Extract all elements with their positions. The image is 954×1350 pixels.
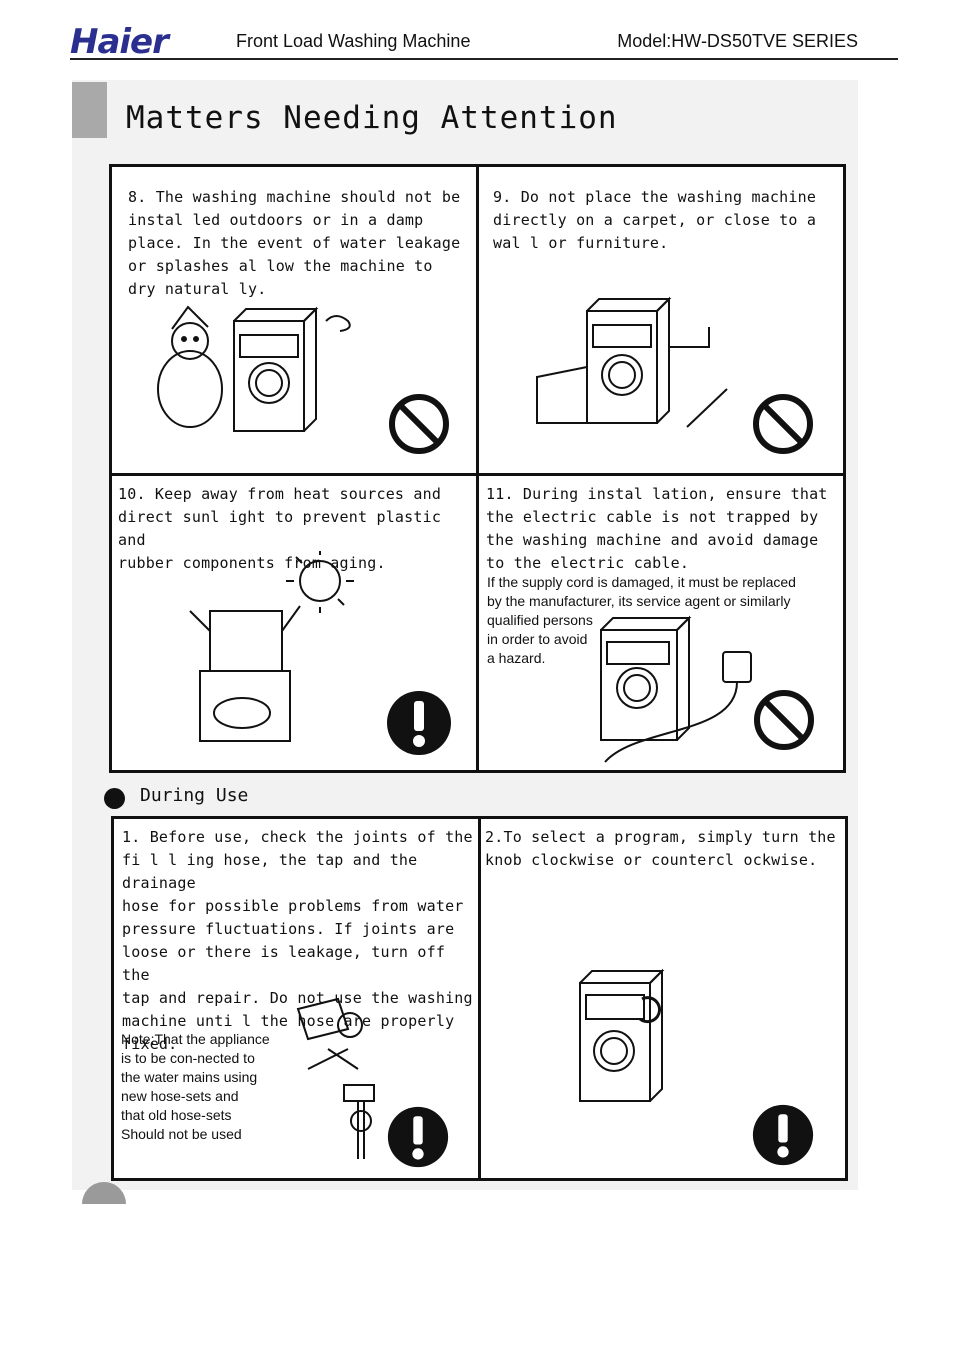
product-name: Front Load Washing Machine <box>236 31 471 51</box>
washer-knob-illustration <box>579 968 665 1102</box>
panel-10-text: 10. Keep away from heat sources and dire… <box>118 485 442 572</box>
panel-9: 9. Do not place the washing machine dire… <box>479 167 843 473</box>
panel-8-text: 8. The washing machine should not be ins… <box>128 188 461 298</box>
section-heading: During Use <box>140 785 249 806</box>
warning-icon <box>387 691 451 755</box>
panel-8: 8. The washing machine should not be ins… <box>112 167 476 473</box>
washer-on-carpet-illustration <box>536 296 728 428</box>
panel-10: 10. Keep away from heat sources and dire… <box>112 476 476 770</box>
snowman-washer-illustration <box>157 305 351 432</box>
panel-1-text: 1. Before use, check the joints of the f… <box>122 828 473 1053</box>
haier-logo: Haier <box>70 22 169 62</box>
page-corner-mark <box>82 1182 126 1204</box>
warning-icon <box>752 1104 814 1166</box>
section-bullet <box>104 788 125 809</box>
panel-1: 1. Before use, check the joints of the f… <box>114 819 478 1178</box>
panel-2-text: 2.To select a program, simply turn the k… <box>485 828 836 869</box>
sun-washer-illustration <box>189 551 354 742</box>
panel-11-text: 11. During instal lation, ensure that th… <box>486 485 828 572</box>
during-use-grid: 1. Before use, check the joints of the f… <box>111 816 848 1181</box>
prohibited-icon <box>753 394 813 454</box>
prohibited-icon <box>754 690 814 750</box>
panel-1-note: Note:That the appliance is to be con-nec… <box>121 1031 270 1142</box>
model-number: Model:HW-DS50TVE SERIES <box>617 31 858 51</box>
panel-9-text: 9. Do not place the washing machine dire… <box>493 188 817 252</box>
warning-icon <box>387 1106 449 1168</box>
attention-grid: 8. The washing machine should not be ins… <box>109 164 846 773</box>
washer-cable-illustration <box>600 615 752 763</box>
panel-11-note: If the supply cord is damaged, it must b… <box>487 574 796 666</box>
tap-hose-illustration <box>296 997 375 1159</box>
panel-11: 11. During instal lation, ensure that th… <box>479 476 843 770</box>
title-marker <box>72 82 107 138</box>
page-header: Haier Front Load Washing Machine Model:H… <box>70 22 898 62</box>
prohibited-icon <box>389 394 449 454</box>
panel-2: 2.To select a program, simply turn the k… <box>481 819 845 1178</box>
page-title: Matters Needing Attention <box>126 100 618 136</box>
